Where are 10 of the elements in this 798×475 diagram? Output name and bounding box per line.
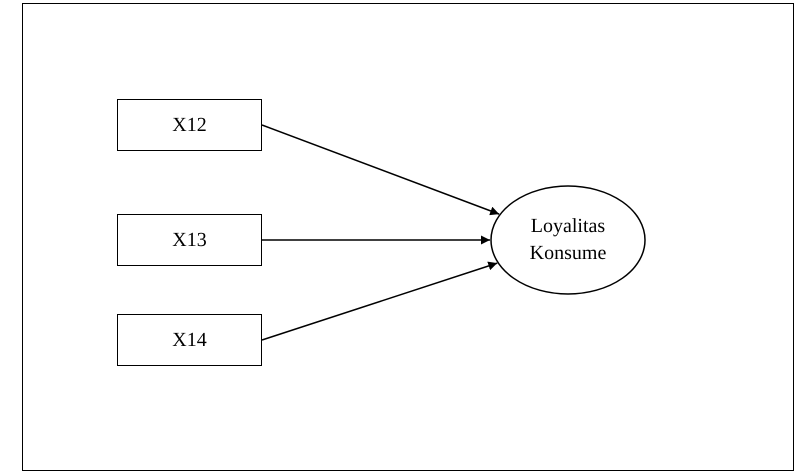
- arrow: [262, 236, 490, 244]
- arrow: [262, 262, 498, 341]
- arrow: [262, 124, 500, 216]
- variable-box: [117, 214, 262, 266]
- variable-box: [117, 99, 262, 151]
- node-label: X12: [172, 112, 207, 138]
- node-label: Loyalitas Konsume: [528, 214, 608, 266]
- variable-box: [117, 314, 262, 366]
- node-label: X14: [172, 328, 207, 352]
- node-label: X13: [172, 228, 207, 252]
